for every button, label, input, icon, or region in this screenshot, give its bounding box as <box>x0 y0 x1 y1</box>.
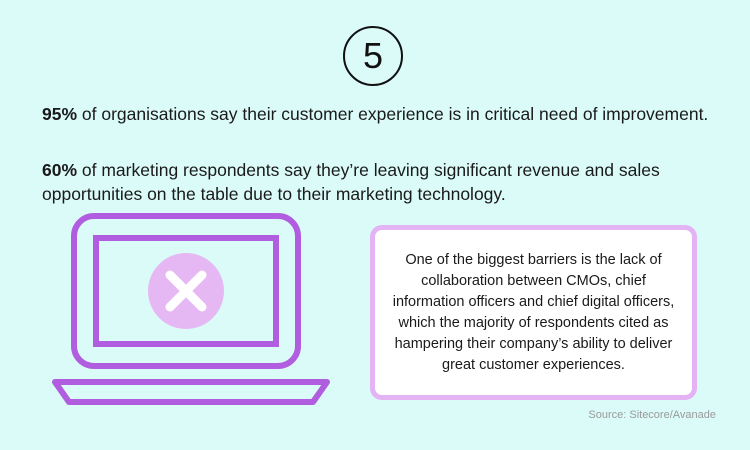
x-circle-icon <box>148 253 224 329</box>
step-number-badge: 5 <box>343 26 403 86</box>
source-credit: Source: Sitecore/Avanade <box>588 409 716 421</box>
quote-box: One of the biggest barriers is the lack … <box>370 225 697 400</box>
stat-text-1: of organisations say their customer expe… <box>77 104 709 124</box>
stat-highlight-2: 60% <box>42 160 78 180</box>
stat-paragraph-1: 95% of organisations say their customer … <box>42 102 722 126</box>
stat-highlight-1: 95% <box>42 104 78 124</box>
quote-text: One of the biggest barriers is the lack … <box>392 251 675 373</box>
stat-paragraph-2: 60% of marketing respondents say they’re… <box>42 158 722 206</box>
stat-text-2: of marketing respondents say they’re lea… <box>42 160 660 204</box>
laptop-icon <box>52 213 330 405</box>
step-number: 5 <box>362 35 384 76</box>
